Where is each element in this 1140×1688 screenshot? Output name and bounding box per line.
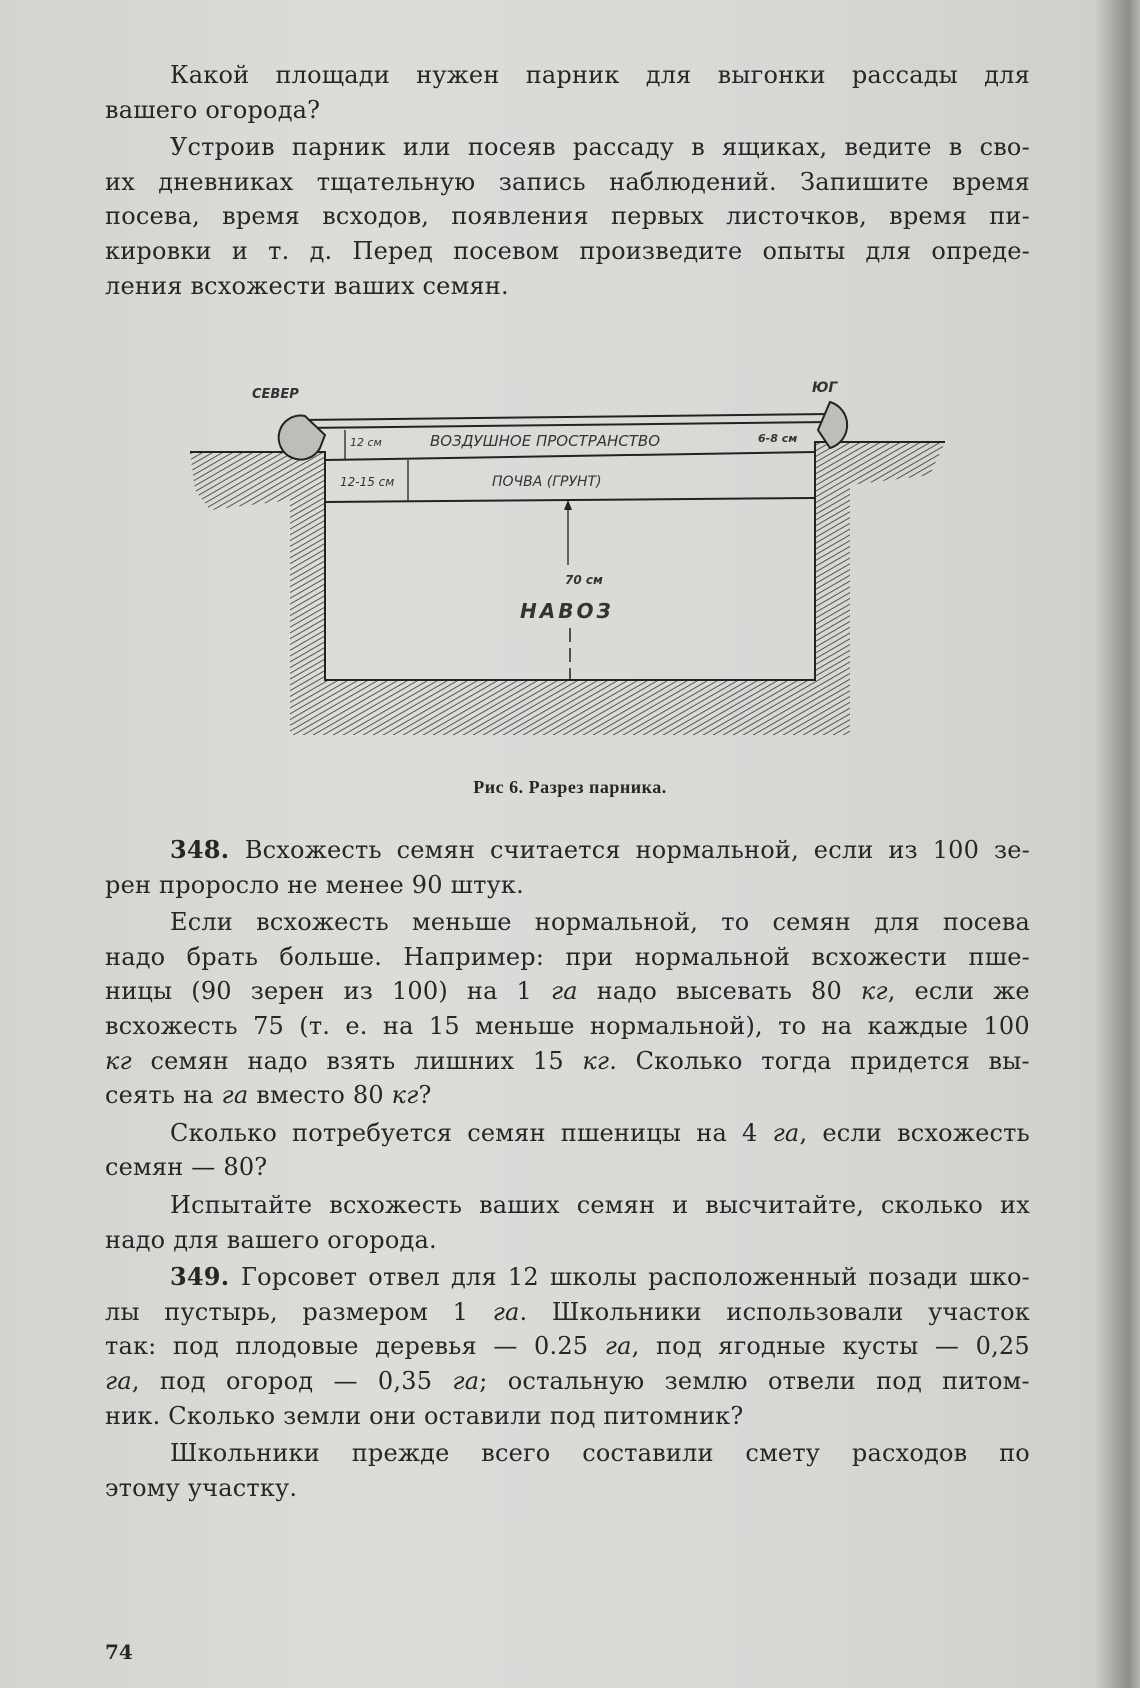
unit: га (604, 1332, 632, 1361)
page-number: 74 (105, 1640, 133, 1664)
label-air-space: ВОЗДУШНОЕ ПРОСТРАНСТВО (430, 432, 660, 450)
glass-frame (277, 400, 849, 461)
text-line: их дневниках тщательную запись наблюдени… (105, 167, 1030, 196)
text-line: семян — 80? (105, 1153, 268, 1182)
text-line: Школьники прежде всего составили смету р… (170, 1439, 1030, 1468)
text-line: кг семян надо взять лишних 15 кг. Скольк… (105, 1046, 1030, 1075)
text-line: ник. Сколько земли они оставили под пито… (105, 1401, 744, 1430)
label-air-gap-north: 12 см (350, 436, 382, 449)
text-line: надо для вашего огорода. (105, 1225, 437, 1254)
text-line: этому участку. (105, 1473, 298, 1502)
hotbed-cross-section-diagram: СЕВЕР ЮГ 12 см ВОЗДУШНОЕ ПРОСТРАНСТВО 6-… (190, 380, 945, 735)
text-line: рен проросло не менее 90 штук. (105, 870, 524, 899)
label-soil-depth: 12-15 см (340, 475, 394, 489)
text-line: ления всхожести ваших семян. (105, 271, 509, 300)
label-north: СЕВЕР (252, 387, 299, 402)
air-soil-boundary (324, 451, 816, 461)
soil-manure-boundary (324, 497, 816, 503)
text-line: 349. Горсовет отвел для 12 школы располо… (170, 1262, 1030, 1292)
text-line: Устроив парник или посеяв рассаду в ящик… (170, 133, 1030, 162)
unit: га (772, 1118, 800, 1147)
problem-number: 348. (170, 835, 245, 864)
unit: га (492, 1297, 520, 1326)
unit: кг (105, 1046, 132, 1075)
label-south: ЮГ (812, 380, 838, 396)
unit: кг (582, 1046, 610, 1075)
unit: га (221, 1081, 249, 1110)
text-line: га, под огород — 0,35 га; остальную земл… (105, 1367, 1030, 1395)
unit: га (105, 1367, 132, 1395)
north-log (277, 414, 327, 461)
unit: кг (860, 977, 888, 1006)
text-line: ницы (90 зерен из 100) на 1 га надо высе… (105, 977, 1030, 1006)
unit: га (452, 1367, 480, 1395)
text-line: Сколько потребуется семян пшеницы на 4 г… (170, 1118, 1030, 1147)
text-line: Если всхожесть меньше нормальной, то сем… (170, 908, 1030, 937)
text-line: сеять на га вместо 80 кг? (105, 1081, 432, 1110)
label-manure-depth: 70 см (565, 573, 603, 587)
text-line: надо брать больше. Например: при нормаль… (105, 942, 1030, 971)
figure-caption: Рис 6. Разрез парника. (473, 777, 667, 797)
unit: кг (391, 1081, 419, 1110)
text-line: Какой площади нужен парник для выгонки р… (170, 61, 1030, 89)
text-line: вашего огорода? (105, 95, 321, 124)
text-line: так: под плодовые деревья — 0.25 га, под… (105, 1332, 1030, 1361)
text-line: посева, время всходов, появления первых … (105, 202, 1030, 231)
text-line: лы пустырь, размером 1 га. Школьники исп… (105, 1297, 1030, 1326)
label-manure: НАВОЗ (520, 599, 614, 623)
text-line: 348. Всхожесть семян считается нормально… (170, 835, 1030, 864)
text-line: Испытайте всхожесть ваших семян и высчит… (170, 1191, 1030, 1219)
label-air-gap-south: 6-8 см (758, 432, 797, 445)
text-line: всхожесть 75 (т. е. на 15 меньше нормаль… (105, 1012, 1030, 1040)
label-soil: ПОЧВА (ГРУНТ) (492, 474, 602, 490)
text-line: кировки и т. д. Перед посевом произведит… (105, 237, 1030, 265)
unit: га (550, 977, 578, 1006)
south-log (816, 400, 849, 450)
problem-number: 349. (170, 1262, 242, 1292)
